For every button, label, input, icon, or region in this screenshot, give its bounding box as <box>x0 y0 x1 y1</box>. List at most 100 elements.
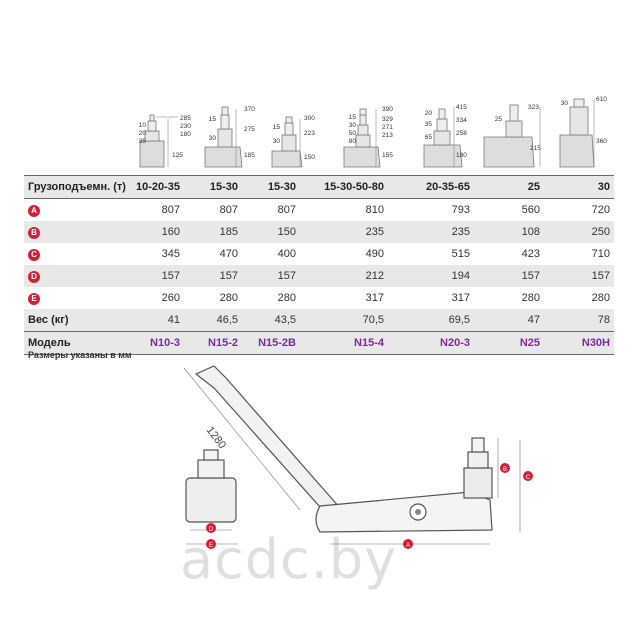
table-cell: 710 <box>591 248 610 260</box>
table-cell: 280 <box>521 292 540 304</box>
table-cell: 69,5 <box>388 309 474 332</box>
dimension-row-e: E 260 280 280 317 317 280 280 <box>24 287 614 309</box>
jack-4-dim-1: 329 <box>382 116 393 123</box>
spec-table: Грузоподъемн. (т) 10-20-35 15-30 15-30 1… <box>24 175 614 355</box>
table-cell: 793 <box>451 204 470 216</box>
dimensions-note: Размеры указаны в мм <box>28 350 132 360</box>
jack-4-dim-2: 271 <box>382 124 393 131</box>
jack-drawing-2: 15 30 370 275 185 <box>204 106 255 168</box>
dimension-row-c: C 345 470 400 490 515 423 710 <box>24 243 614 265</box>
jack-5-dim-2: 258 <box>456 130 467 137</box>
dimension-badge-e: E <box>28 292 40 305</box>
handle-length-label: 1280 <box>204 424 229 451</box>
table-cell: 470 <box>219 248 238 260</box>
capacity-cell: 25 <box>474 175 544 199</box>
table-cell: 78 <box>544 309 614 332</box>
jack-3-ton-1: 30 <box>273 138 281 145</box>
jack-5-ton-0: 20 <box>425 110 433 117</box>
jack-2-dim-0: 370 <box>244 106 255 113</box>
drawing-badge-b-text: B <box>503 467 507 473</box>
table-cell: 235 <box>300 221 388 243</box>
drawing-badge-c-text: C <box>526 475 531 481</box>
capacity-cell: 15-30 <box>184 175 242 199</box>
capacity-cell: 15-30 <box>242 175 300 199</box>
jack-5-ton-1: 35 <box>425 121 433 128</box>
table-cell: 41 <box>132 309 184 332</box>
dimension-row-a: A 807 807 807 810 793 560 720 <box>24 199 614 222</box>
jack-4-ton-3: 80 <box>349 138 357 145</box>
jack-2-dim-2: 185 <box>244 152 255 159</box>
table-cell: 157 <box>474 265 544 287</box>
table-cell: 280 <box>219 292 238 304</box>
jack-7-dim-1: 360 <box>596 138 607 145</box>
jack-1-dim-0: 285 <box>180 115 191 122</box>
table-cell: 157 <box>544 265 614 287</box>
table-cell: 194 <box>388 265 474 287</box>
table-cell: 235 <box>388 221 474 243</box>
drawing-badge-c <box>523 471 533 481</box>
jack-5-dim-0: 415 <box>456 104 467 111</box>
jack-5-dim-3: 180 <box>456 152 467 159</box>
jack-2-ton-1: 30 <box>209 135 217 142</box>
table-cell: 250 <box>544 221 614 243</box>
model-cell: N20-3 <box>388 331 474 355</box>
weight-label: Вес (кг) <box>24 309 132 332</box>
jack-1-ton-2: 35 <box>139 138 147 145</box>
model-cell: N25 <box>474 331 544 355</box>
jack-5-dim-1: 334 <box>456 117 467 124</box>
table-cell: 43,5 <box>242 309 300 332</box>
model-cell: N15-2 <box>184 331 242 355</box>
jack-2-dim-1: 275 <box>244 126 255 133</box>
table-cell: 157 <box>184 265 242 287</box>
table-cell: 807 <box>277 204 296 216</box>
capacity-cell: 10-20-35 <box>132 175 184 199</box>
jack-4-ton-0: 15 <box>349 114 357 121</box>
table-cell: 70,5 <box>300 309 388 332</box>
table-cell: 810 <box>365 204 384 216</box>
dimension-badge-b: B <box>28 226 40 239</box>
jack-drawing-4: 15 30 50 80 390 329 271 213 155 <box>343 106 393 168</box>
dimension-badge-a: A <box>28 204 40 217</box>
drawing-badge-a-text: A <box>406 543 410 549</box>
table-cell: 560 <box>521 204 540 216</box>
drawing-badge-d-text: D <box>209 527 214 533</box>
dimension-badge-d: D <box>28 270 40 283</box>
table-cell: 280 <box>591 292 610 304</box>
table-cell: 150 <box>242 221 300 243</box>
jack-4-ton-1: 30 <box>349 122 357 129</box>
model-label: Модель <box>24 331 132 355</box>
jack-2-ton-0: 15 <box>209 116 217 123</box>
jack-6-dim-1: 215 <box>530 145 541 152</box>
table-cell: 515 <box>451 248 470 260</box>
jack-1-dim-2: 180 <box>180 131 191 138</box>
table-cell: 423 <box>521 248 540 260</box>
jack-body <box>315 437 521 545</box>
jack-4-dim-3: 213 <box>382 132 393 139</box>
table-cell: 807 <box>219 204 238 216</box>
table-cell: 490 <box>365 248 384 260</box>
jack-1-ton-1: 20 <box>139 130 147 137</box>
dimension-row-b: B 160 185 150 235 235 108 250 <box>24 221 614 243</box>
drawing-badge-a <box>403 539 413 549</box>
table-cell: 807 <box>161 204 180 216</box>
model-cell: N15-2B <box>242 331 300 355</box>
jack-4-dim-4: 155 <box>382 152 393 159</box>
model-row: Модель N10-3 N15-2 N15-2B N15-4 N20-3 N2… <box>24 331 614 355</box>
table-cell: 160 <box>132 221 184 243</box>
table-cell: 47 <box>474 309 544 332</box>
jack-drawings: 10 20 35 285 230 180 125 15 30 370 275 <box>139 96 607 168</box>
table-cell: 280 <box>277 292 296 304</box>
table-cell: 157 <box>132 265 184 287</box>
jack-side-view <box>185 449 238 545</box>
jack-7-dim-0: 610 <box>596 96 607 103</box>
weight-row: Вес (кг) 41 46,5 43,5 70,5 69,5 47 78 <box>24 309 614 332</box>
table-cell: 317 <box>451 292 470 304</box>
model-cell: N15-4 <box>300 331 388 355</box>
jack-4-ton-2: 50 <box>349 130 357 137</box>
jack-drawing-6: 25 323 215 <box>483 104 541 168</box>
jack-1-ton-0: 10 <box>139 122 147 129</box>
jack-1-dim-1: 230 <box>180 123 191 130</box>
jack-drawing-1: 10 20 35 285 230 180 125 <box>139 114 191 168</box>
jack-4-dim-0: 390 <box>382 106 393 113</box>
model-cell: N30H <box>544 331 614 355</box>
